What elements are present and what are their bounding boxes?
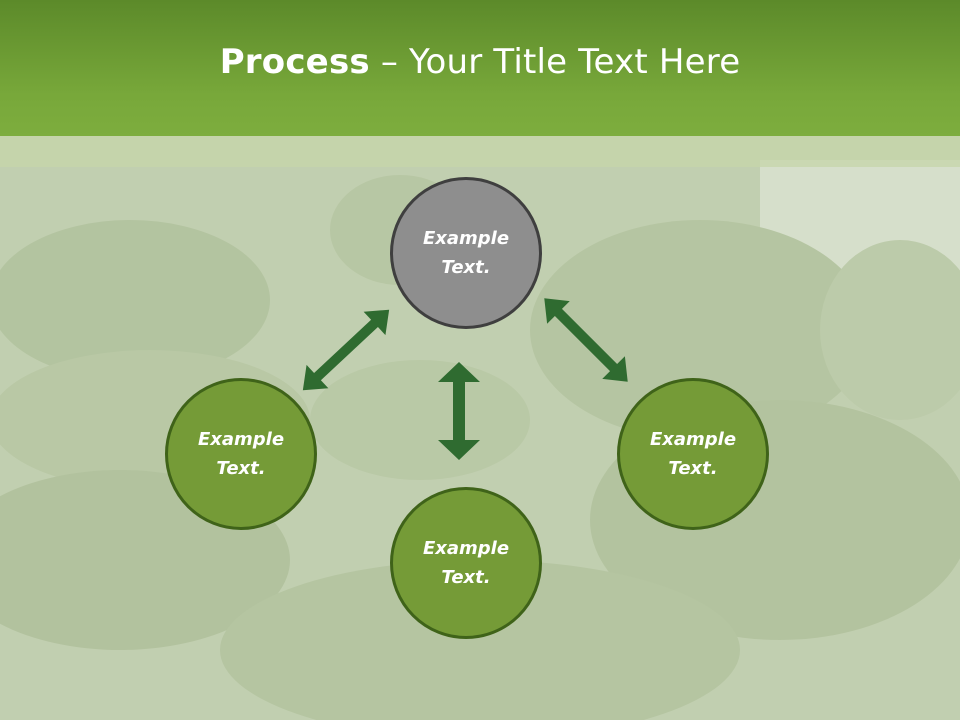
process-node-bottom-label: Example Text. — [422, 538, 510, 588]
title-bar: Process – Your Title Text Here — [0, 0, 960, 136]
slide-title: Process – Your Title Text Here — [220, 42, 741, 82]
double-arrow-left-diagonal — [302, 309, 390, 391]
process-node-right[interactable]: Example Text. — [617, 378, 769, 530]
double-arrow-vertical — [438, 362, 480, 460]
process-node-left[interactable]: Example Text. — [165, 378, 317, 530]
slide-title-rest: – Your Title Text Here — [369, 42, 741, 82]
process-node-right-label: Example Text. — [649, 429, 737, 479]
process-node-top[interactable]: Example Text. — [390, 177, 542, 329]
process-node-left-label: Example Text. — [197, 429, 285, 479]
process-node-top-label: Example Text. — [422, 228, 510, 278]
slide-title-bold: Process — [219, 42, 370, 82]
double-arrow-right-diagonal — [544, 298, 628, 382]
header-shadow-strip — [0, 136, 960, 167]
process-node-bottom[interactable]: Example Text. — [390, 487, 542, 639]
